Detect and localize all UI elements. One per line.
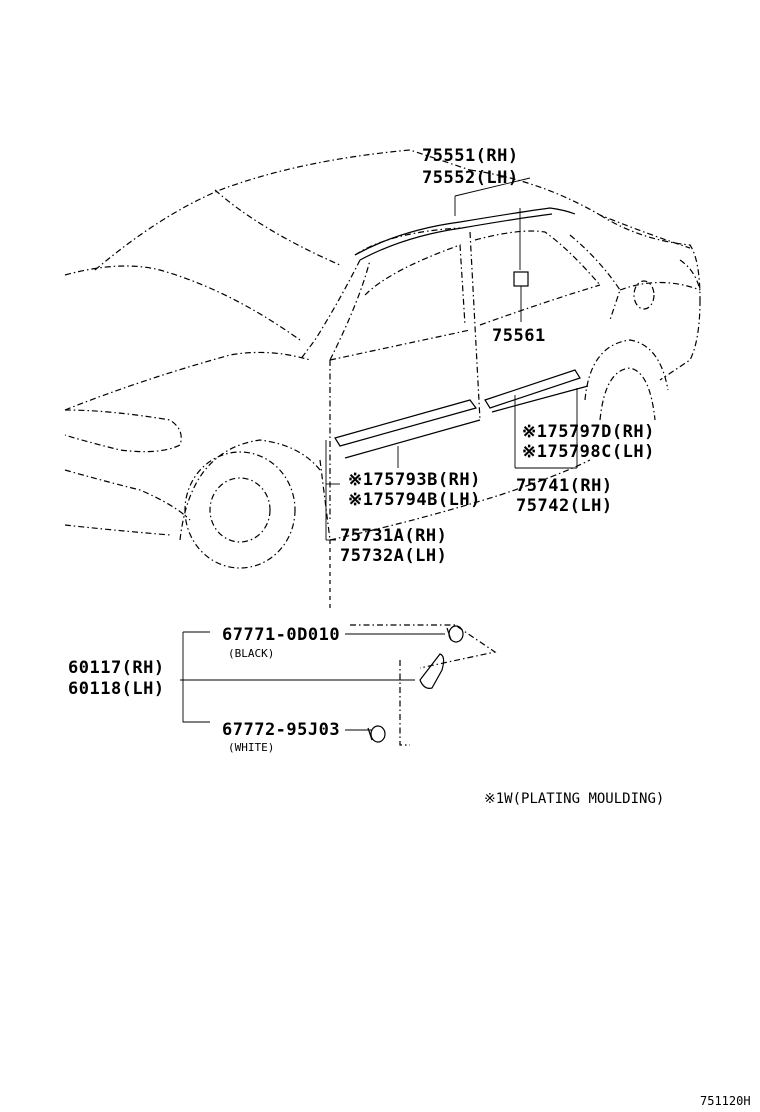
- part-label-60117: 60117(RH): [68, 658, 165, 678]
- part-label-175793b: ※175793B(RH): [348, 470, 481, 490]
- part-label-67771: 67771-0D010: [222, 625, 341, 645]
- part-color-white: (WHITE): [228, 741, 275, 754]
- footnote: ※1W(PLATING MOULDING): [484, 791, 665, 807]
- part-label-75561: 75561: [492, 326, 546, 346]
- part-label-75742: 75742(LH): [516, 496, 613, 516]
- part-label-67772: 67772-95J03: [222, 720, 341, 740]
- part-label-60118: 60118(LH): [68, 679, 165, 699]
- part-label-175794b: ※175794B(LH): [348, 490, 481, 510]
- part-label-75732a: 75732A(LH): [340, 546, 448, 566]
- part-label-75552: 75552(LH): [422, 168, 519, 188]
- part-color-black: (BLACK): [228, 647, 275, 660]
- part-label-175798c: ※175798C(LH): [522, 442, 655, 462]
- part-label-75741: 75741(RH): [516, 476, 613, 496]
- part-label-75551: 75551(RH): [422, 146, 519, 166]
- diagram-id: 751120H: [700, 1094, 751, 1108]
- part-label-75731a: 75731A(RH): [340, 526, 448, 546]
- part-label-175797d: ※175797D(RH): [522, 422, 655, 442]
